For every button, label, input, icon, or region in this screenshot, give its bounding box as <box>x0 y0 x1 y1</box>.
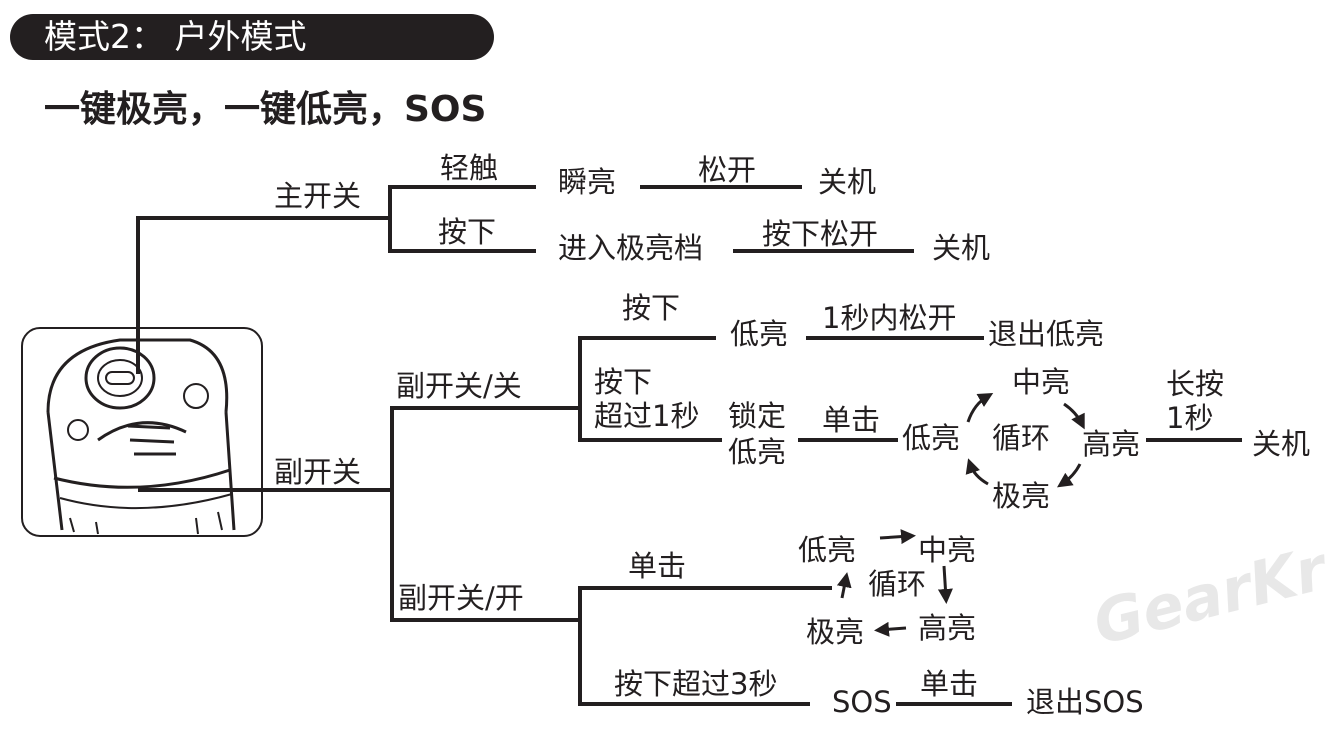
mode-title: 模式2： 户外模式 <box>44 17 307 56</box>
on-cycle-high: 高亮 <box>918 611 977 645</box>
off-cycle-high: 高亮 <box>1082 427 1141 461</box>
off-cycle-mid: 中亮 <box>1012 365 1071 399</box>
press-end: 关机 <box>932 231 991 265</box>
tap-next-action: 松开 <box>698 153 757 187</box>
off-cycle-low: 低亮 <box>902 421 961 455</box>
on-cycle-mid: 中亮 <box>918 533 977 567</box>
subtitle: 一键极亮，一键低亮，SOS <box>44 89 487 130</box>
on-hold-result: SOS <box>832 685 892 719</box>
press-action: 按下 <box>438 215 497 249</box>
off-hold-off-action-line1: 长按 <box>1166 367 1225 401</box>
mode-banner <box>10 14 494 60</box>
off-press-action: 按下 <box>622 291 681 325</box>
off-press-next-action: 1秒内松开 <box>822 301 957 335</box>
off-hold-result-line1: 锁定 <box>728 399 787 433</box>
press-next-action: 按下松开 <box>762 217 879 251</box>
main-switch-label: 主开关 <box>274 179 362 213</box>
tap-result: 瞬亮 <box>558 165 617 199</box>
off-cycle-center: 循环 <box>992 421 1051 455</box>
off-hold-off-action-line2: 1秒 <box>1166 401 1214 435</box>
off-hold-result-line2: 低亮 <box>728 435 787 469</box>
on-hold-next-action: 单击 <box>920 667 979 701</box>
off-hold-next-action: 单击 <box>822 403 881 437</box>
on-hold-end: 退出SOS <box>1026 685 1144 719</box>
on-cycle-center: 循环 <box>868 567 927 601</box>
aux-on-label: 副开关/开 <box>398 581 524 615</box>
on-hold-action: 按下超过3秒 <box>614 667 778 701</box>
on-click-action: 单击 <box>628 549 687 583</box>
off-press-end: 退出低亮 <box>988 317 1105 351</box>
aux-switch-label: 副开关 <box>274 455 362 489</box>
main-switch-connector <box>136 216 392 374</box>
off-hold-end: 关机 <box>1252 427 1311 461</box>
off-hold-action-line2: 超过1秒 <box>594 399 700 433</box>
off-hold-action-line1: 按下 <box>594 365 653 399</box>
press-result: 进入极亮档 <box>558 231 704 265</box>
on-cycle-max: 极亮 <box>806 615 865 649</box>
flashlight-image <box>21 327 263 537</box>
off-cycle-max: 极亮 <box>992 479 1051 513</box>
tap-action: 轻触 <box>440 151 499 185</box>
aux-off-label: 副开关/关 <box>396 369 522 403</box>
off-press-result: 低亮 <box>730 317 789 351</box>
on-cycle-low: 低亮 <box>798 533 857 567</box>
tap-end: 关机 <box>818 165 877 199</box>
